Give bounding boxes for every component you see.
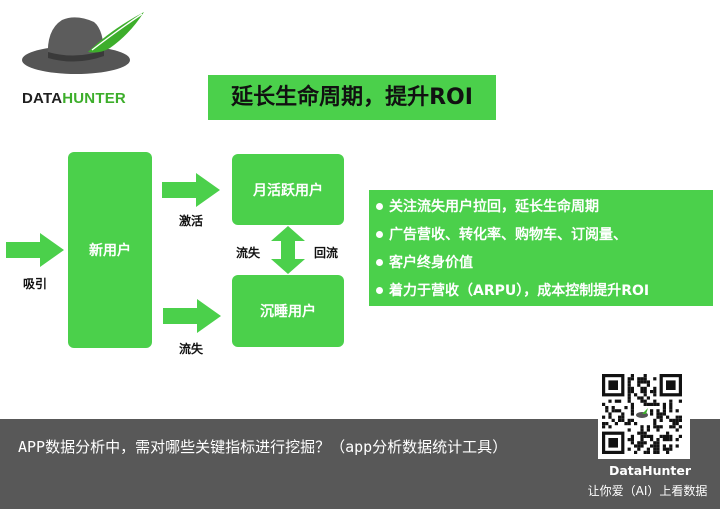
hat-feather-logo-icon xyxy=(22,12,144,74)
qr-slogan: 让你爱（AI）上看数据 xyxy=(587,484,708,498)
caption-text: APP数据分析中，需对哪些关键指标进行挖掘？（app分析数据统计工具） xyxy=(18,438,508,456)
diagram-title: 延长生命周期，提升ROI xyxy=(231,85,473,110)
acquire-arrow-icon xyxy=(6,233,64,267)
return-label: 回流 xyxy=(314,246,339,260)
bullet-dot-icon xyxy=(376,258,383,266)
title-background xyxy=(208,75,496,120)
bullet-item: 客户终身价值 xyxy=(373,249,713,277)
bullet-item: 关注流失用户拉回，延长生命周期 xyxy=(373,193,713,221)
node-dormant: 沉睡用户 xyxy=(232,275,344,347)
bullet-panel: 关注流失用户拉回，延长生命周期 广告营收、转化率、购物车、订阅量、 客户终身价值… xyxy=(369,190,713,306)
bullet-text: 广告营收、转化率、购物车、订阅量、 xyxy=(389,227,627,243)
bidirectional-arrow-icon xyxy=(271,226,305,274)
node-monthly-active: 月活跃用户 xyxy=(232,154,344,225)
activate-arrow-icon xyxy=(162,173,220,207)
qr-code-icon xyxy=(602,374,682,454)
node-dormant-label: 沉睡用户 xyxy=(260,304,316,320)
node-new-user-label: 新用户 xyxy=(89,243,131,259)
bullet-dot-icon xyxy=(376,230,383,238)
bullet-item: 着力于营收（ARPU），成本控制提升ROI xyxy=(373,277,713,305)
bullet-text: 着力于营收（ARPU），成本控制提升ROI xyxy=(389,283,650,299)
acquire-label: 吸引 xyxy=(23,277,48,291)
churn-label-bottom: 流失 xyxy=(179,342,204,356)
bullet-text: 客户终身价值 xyxy=(389,255,473,271)
bullet-list: 关注流失用户拉回，延长生命周期 广告营收、转化率、购物车、订阅量、 客户终身价值… xyxy=(369,190,713,305)
bullet-text: 关注流失用户拉回，延长生命周期 xyxy=(389,199,599,215)
churn-arrow-icon xyxy=(163,299,221,333)
qr-brand-label: DataHunter xyxy=(608,463,692,478)
node-new-user: 新用户 xyxy=(68,152,152,348)
activate-label: 激活 xyxy=(179,214,204,228)
bullet-item: 广告营收、转化率、购物车、订阅量、 xyxy=(373,221,713,249)
qr-code[interactable] xyxy=(598,371,690,459)
brand-wordmark: DATAHUNTER xyxy=(22,90,126,107)
bullet-dot-icon xyxy=(376,202,383,210)
node-monthly-active-label: 月活跃用户 xyxy=(253,182,323,199)
churn-label-top: 流失 xyxy=(236,246,261,260)
bullet-dot-icon xyxy=(376,286,383,294)
